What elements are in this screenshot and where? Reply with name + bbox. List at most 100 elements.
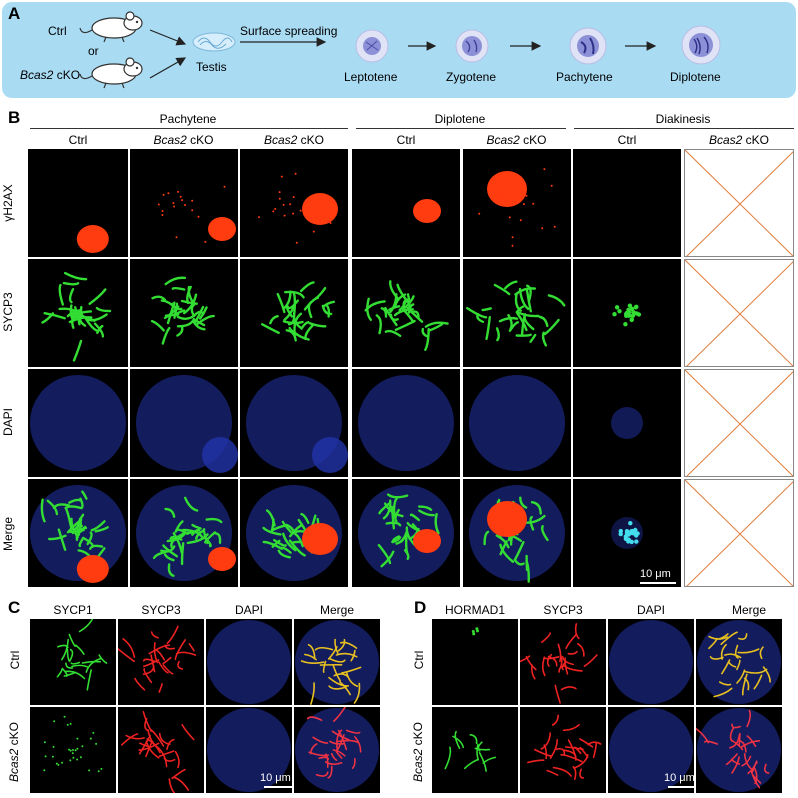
- surface-spreading-label: Surface spreading: [240, 24, 338, 38]
- panel-a-arrows: [149, 29, 657, 79]
- col-b4-ctrl: Ctrl: [396, 133, 416, 147]
- tile-b-r3-c6: [573, 369, 681, 477]
- group-pachytene-line: [30, 128, 348, 129]
- col-b7-cko: Bcas2 cKO: [708, 133, 770, 147]
- tile-d-r1-c4: [696, 619, 782, 705]
- ctrl-label: Ctrl: [48, 24, 67, 38]
- tile-b-r2-c6: [573, 259, 681, 367]
- tile-b-r3-c2: [130, 369, 238, 477]
- col-c-merge: Merge: [319, 603, 354, 617]
- or-label: or: [88, 44, 99, 58]
- col-c-dapi: DAPI: [234, 603, 263, 617]
- panel-label-b: B: [8, 108, 21, 127]
- tile-b-r1-c6: [573, 149, 681, 257]
- stage-diplotene: Diplotene: [670, 70, 721, 84]
- group-diakinesis: Diakinesis: [655, 112, 711, 126]
- tile-b-r2-c7: [684, 259, 794, 367]
- panel-label-c: C: [8, 598, 21, 617]
- scale-bar-b: [640, 582, 676, 584]
- group-pachytene: Pachytene: [159, 112, 217, 126]
- col-b3-cko: Bcas2 cKO: [263, 133, 325, 147]
- mouse-icon-cko: [79, 57, 143, 89]
- group-diplotene-line: [356, 128, 566, 129]
- tile-b-r1-c2: [130, 149, 238, 257]
- mouse-icon-ctrl: [79, 11, 143, 43]
- diplotene-cell-icon: [681, 25, 721, 65]
- tile-c-r2-c4: [294, 707, 380, 793]
- tile-d-r1-c1: [432, 619, 518, 705]
- tile-b-r3-c4: [352, 369, 460, 477]
- tile-d-r1-c2: [520, 619, 606, 705]
- tile-c-r1-c1: [30, 619, 116, 705]
- tile-b-r2-c2: [130, 259, 238, 367]
- tile-b-r3-c1: [28, 369, 128, 477]
- row-label-dapi: DAPI: [1, 408, 15, 437]
- tile-b-r1-c1: [28, 149, 128, 257]
- tile-c-r2-c2: [118, 707, 204, 793]
- col-b2-cko: Bcas2 cKO: [153, 133, 214, 147]
- tile-c-r2-c3: [206, 707, 292, 793]
- testis-icon: [192, 32, 236, 52]
- leptotene-cell-icon: [355, 29, 389, 63]
- col-b6-ctrl: Ctrl: [617, 133, 637, 147]
- scale-label-b: 10 μm: [640, 568, 671, 580]
- tile-d-r2-c4: [696, 707, 782, 793]
- tile-b-r4-c7: [684, 479, 794, 587]
- tile-b-r4-c5: [463, 479, 571, 587]
- col-c-sycp3: SYCP3: [141, 603, 181, 617]
- stage-pachytene: Pachytene: [556, 70, 613, 84]
- tile-b-r2-c3: [240, 259, 348, 367]
- tile-c-r1-c2: [118, 619, 204, 705]
- tile-b-r4-c3: [240, 479, 348, 587]
- col-b5-cko: Bcas2 cKO: [486, 133, 547, 147]
- row-label-gh2ax: γH2AX: [1, 184, 15, 222]
- stage-leptotene: Leptotene: [344, 70, 398, 84]
- tile-b-r1-c3: [240, 149, 348, 257]
- zygotene-cell-icon: [455, 29, 489, 63]
- tile-c-r1-c4: [294, 619, 380, 705]
- scale-label-c: 10 μm: [260, 772, 291, 784]
- tile-d-r2-c1: [432, 707, 518, 793]
- scale-label-d: 10 μm: [664, 772, 695, 784]
- tile-b-r2-c1: [28, 259, 128, 367]
- tile-b-r2-c5: [463, 259, 571, 367]
- tile-b-r1-c5: [463, 149, 571, 257]
- col-d-sycp3: SYCP3: [543, 603, 583, 617]
- tile-b-r2-c4: [352, 259, 460, 367]
- panel-label-d: D: [414, 598, 427, 617]
- col-b1-ctrl: Ctrl: [68, 133, 88, 147]
- tile-d-r2-c3: [608, 707, 694, 793]
- tile-b-r1-c4: [352, 149, 460, 257]
- testis-label: Testis: [196, 60, 227, 74]
- col-d-merge: Merge: [731, 603, 766, 617]
- row-d-cko: Bcas2 cKO: [411, 721, 425, 783]
- row-d-ctrl: Ctrl: [412, 650, 426, 670]
- tile-b-r3-c3: [240, 369, 348, 477]
- row-label-sycp3: SYCP3: [1, 292, 15, 332]
- col-c-sycp1: SYCP1: [53, 603, 93, 617]
- tile-b-r4-c2: [130, 479, 238, 587]
- col-d-hormad1: HORMAD1: [444, 603, 505, 617]
- tile-b-r3-c5: [463, 369, 571, 477]
- scale-bar-d: [668, 786, 696, 788]
- tile-c-r1-c3: [206, 619, 292, 705]
- tile-b-r4-c6: [573, 479, 681, 587]
- tile-c-r2-c1: [30, 707, 116, 793]
- tile-b-r3-c7: [684, 369, 794, 477]
- tile-d-r1-c3: [608, 619, 694, 705]
- group-diplotene: Diplotene: [434, 112, 486, 126]
- group-diakinesis-line: [574, 128, 794, 129]
- row-c-cko: Bcas2 cKO: [7, 721, 21, 783]
- tile-d-r2-c2: [520, 707, 606, 793]
- tile-b-r4-c1: [28, 479, 128, 587]
- scale-bar-c: [264, 786, 292, 788]
- cko-label: Bcas2 cKO: [20, 68, 81, 82]
- row-label-merge: Merge: [1, 517, 15, 552]
- col-d-dapi: DAPI: [636, 603, 665, 617]
- pachytene-cell-icon: [569, 27, 607, 65]
- tile-b-r4-c4: [352, 479, 460, 587]
- stage-zygotene: Zygotene: [446, 70, 497, 84]
- tile-b-r1-c7: [684, 149, 794, 257]
- panel-label-a: A: [8, 4, 21, 23]
- row-c-ctrl: Ctrl: [8, 650, 22, 670]
